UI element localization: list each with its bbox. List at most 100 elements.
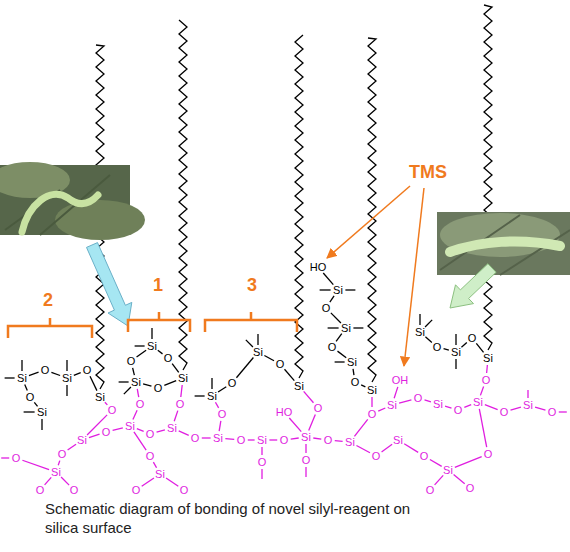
atom-symbol: O [414, 393, 423, 404]
bond-line [361, 385, 365, 387]
bond-line [313, 438, 321, 439]
atom-symbol: HO [310, 262, 327, 273]
atom-symbol: O [258, 457, 267, 468]
atom-symbol: Si [167, 423, 177, 434]
bond-line [285, 369, 295, 380]
bond-line [142, 478, 154, 486]
atom-symbol: O [83, 365, 92, 376]
atom-symbol: O [314, 403, 323, 414]
atom-symbol: O [322, 303, 331, 314]
atom-symbol: Si [415, 327, 425, 338]
bond-line [476, 343, 483, 352]
methyl-stub [66, 385, 67, 396]
bond-line [61, 477, 69, 485]
bond-line [172, 364, 179, 373]
atom-symbol: O [368, 409, 377, 420]
atom-symbol: Si [207, 391, 217, 402]
atom-symbol: O [176, 399, 185, 410]
bond-line [133, 410, 137, 419]
methyl-stub [559, 411, 567, 412]
atom-symbol: Si [253, 347, 263, 358]
bond-line [394, 387, 398, 398]
callout-number: 1 [153, 276, 163, 294]
caterpillar-photo [0, 162, 145, 240]
bond-line [153, 462, 156, 468]
atom-symbol: O [191, 433, 200, 444]
atom-symbol: O [372, 451, 381, 462]
atom-symbol: Si [17, 373, 27, 384]
bond-line [68, 444, 76, 450]
atom-symbol: O [500, 407, 509, 418]
atom-symbol: O [146, 429, 155, 440]
atom-symbol: Si [393, 435, 403, 446]
bond-line [157, 430, 165, 432]
bond-line [264, 355, 274, 360]
atom-symbol: O [228, 378, 237, 389]
bond-line [25, 385, 28, 391]
atom-symbol: O [468, 333, 477, 344]
bond-line [404, 444, 418, 453]
atom-symbol: O [132, 485, 141, 496]
atom-symbol: O [136, 399, 145, 410]
bond-line [486, 365, 488, 373]
bond-line [535, 407, 545, 410]
methyl-stub [419, 314, 420, 325]
bond-line [90, 376, 97, 390]
methyl-stub [124, 387, 131, 394]
bond-line [354, 419, 367, 436]
bond-line [218, 387, 226, 392]
bond-line [137, 389, 138, 397]
atom-symbol: O [164, 353, 173, 364]
bond-line [304, 391, 314, 402]
bond-line [444, 349, 449, 350]
bond-line [479, 409, 486, 447]
bond-line [425, 337, 431, 343]
methyl-stub [21, 360, 22, 371]
atom-symbol: O [26, 392, 35, 403]
atom-symbol: O [324, 435, 333, 446]
bond-line [511, 407, 521, 410]
atom-symbol: Si [341, 323, 351, 334]
caterpillar-photo [437, 212, 570, 275]
atom-symbol: Si [62, 373, 72, 384]
atom-symbol: O [36, 485, 45, 496]
atom-symbol: O [154, 383, 163, 394]
methyl-stub [24, 411, 35, 412]
bond-line [179, 431, 189, 435]
group-brackets [8, 312, 297, 338]
bond-line [323, 273, 333, 285]
bond-line [51, 372, 60, 375]
bond-line [225, 438, 234, 440]
atom-symbol: Si [294, 381, 304, 392]
methyl-stub [345, 289, 355, 290]
bond-line [480, 387, 483, 396]
bond-line [137, 429, 144, 432]
bond-line [430, 459, 442, 466]
bond-line [181, 385, 182, 397]
atom-symbol: O [127, 356, 136, 367]
atom-symbol: O [484, 449, 493, 460]
methyl-stub [5, 377, 15, 378]
methyl-stub [320, 289, 331, 290]
bond-line [248, 439, 255, 440]
group-label: TMS [409, 163, 447, 181]
methyl-stub [425, 320, 432, 327]
alkyl-chain [484, 5, 492, 350]
methyl-stub [119, 381, 129, 382]
bonds [1, 273, 567, 486]
atom-symbol: Si [483, 353, 493, 364]
methyl-stub [246, 340, 253, 347]
atom-symbol: O [70, 485, 79, 496]
bond-line [269, 439, 277, 440]
atom-symbol: Si [473, 397, 483, 408]
bond-line [166, 478, 178, 486]
callout-number: 3 [247, 276, 257, 294]
atom-symbol: O [420, 451, 429, 462]
bond-line [330, 296, 334, 302]
atom-symbol: Si [178, 373, 188, 384]
bond-line [305, 444, 306, 453]
bond-line [29, 372, 39, 375]
atom-symbol: O [180, 485, 189, 496]
